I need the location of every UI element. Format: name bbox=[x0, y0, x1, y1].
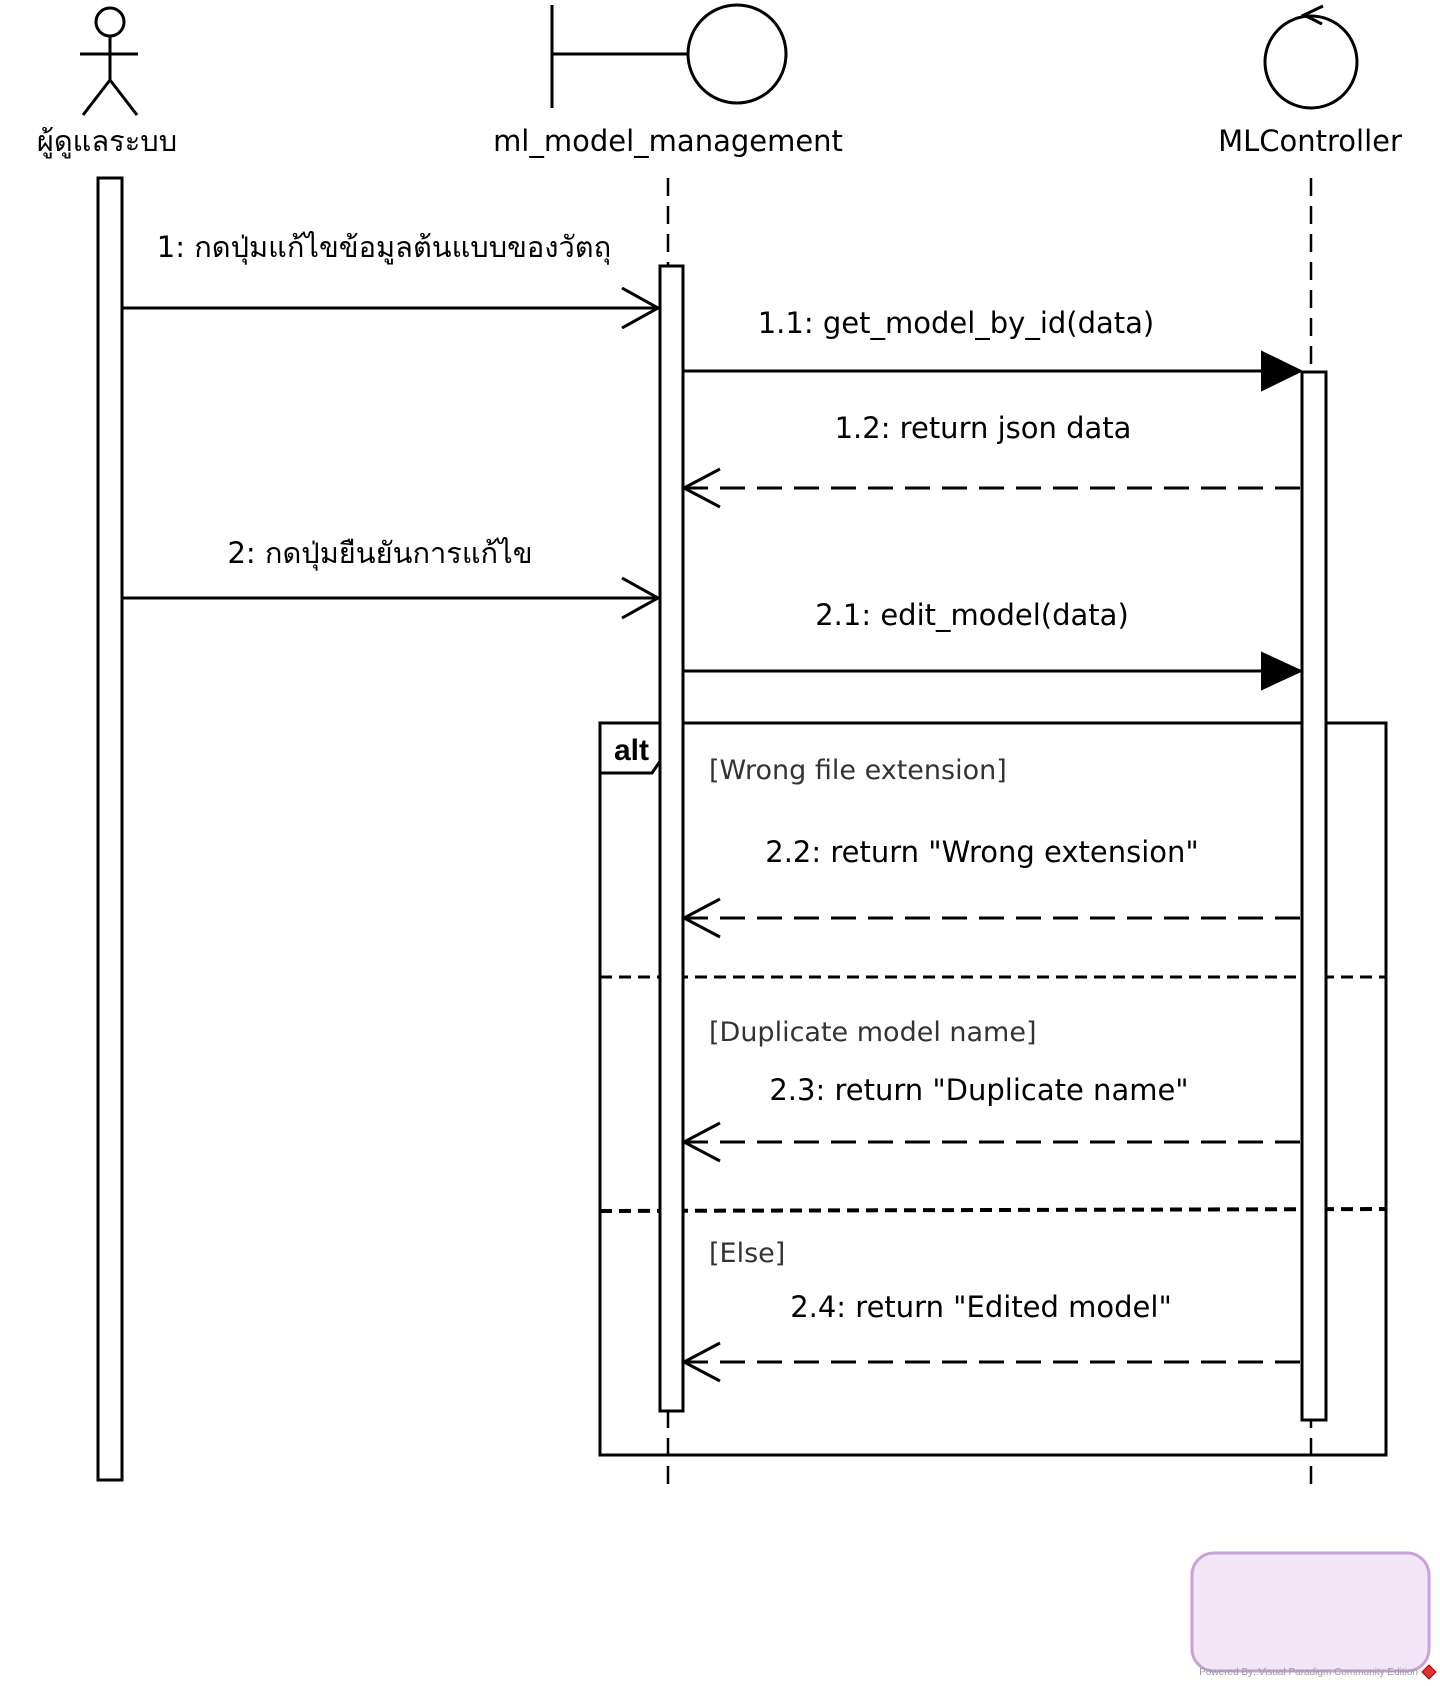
lifeline-label-admin: ผู้ดูแลระบบ bbox=[37, 124, 177, 159]
message-1-1: 1.1: get_model_by_id(data) bbox=[683, 306, 1304, 392]
activation-bar-mlcontroller bbox=[1300, 370, 1328, 1422]
open-arrowhead-icon bbox=[680, 1121, 721, 1163]
message-2-2: 2.2: return "Wrong extension" bbox=[680, 835, 1300, 939]
filled-arrowhead-icon bbox=[1261, 350, 1304, 392]
guard-wrong-file-extension: [Wrong file extension] bbox=[709, 755, 1007, 786]
open-arrowhead-icon bbox=[680, 897, 721, 939]
filled-arrowhead-icon bbox=[1261, 651, 1304, 691]
message-label: 1.2: return json data bbox=[835, 411, 1132, 445]
message-label: 2.1: edit_model(data) bbox=[815, 598, 1129, 632]
message-2-4: 2.4: return "Edited model" bbox=[680, 1290, 1300, 1383]
control-icon bbox=[1263, 4, 1359, 110]
alt-fragment: alt [Wrong file extension] [Duplicate mo… bbox=[598, 721, 1388, 1457]
lifeline-label-mlcontroller: MLController bbox=[1218, 124, 1402, 158]
lifeline-label-ml-model-management: ml_model_management bbox=[493, 124, 843, 158]
message-2: 2: กดปุ่มยืนยันการแก้ไข bbox=[122, 536, 662, 620]
message-label: 2.2: return "Wrong extension" bbox=[765, 835, 1198, 869]
message-2-3: 2.3: return "Duplicate name" bbox=[680, 1073, 1300, 1163]
alt-operator-label: alt bbox=[614, 734, 649, 767]
message-label: 1: กดปุ่มแก้ไขข้อมูลต้นแบบของวัตถุ bbox=[157, 230, 611, 265]
message-1-2: 1.2: return json data bbox=[680, 411, 1300, 509]
watermark-note-box bbox=[1190, 1551, 1431, 1673]
message-label: 2.4: return "Edited model" bbox=[790, 1290, 1172, 1324]
open-arrowhead-icon bbox=[621, 576, 662, 620]
footer-powered-by: Powered By::Visual Paradigm Community Ed… bbox=[1199, 1667, 1418, 1678]
open-arrowhead-icon bbox=[621, 286, 662, 330]
activation-bar-ml-model-management bbox=[658, 264, 685, 1413]
message-label: 2.3: return "Duplicate name" bbox=[769, 1073, 1188, 1107]
guard-else: [Else] bbox=[709, 1238, 785, 1269]
boundary-icon bbox=[550, 3, 788, 108]
visual-paradigm-logo-icon bbox=[1421, 1664, 1437, 1680]
actor-icon bbox=[80, 6, 139, 116]
message-label: 1.1: get_model_by_id(data) bbox=[758, 306, 1155, 340]
open-arrowhead-icon bbox=[680, 1341, 721, 1383]
message-label: 2: กดปุ่มยืนยันการแก้ไข bbox=[227, 536, 532, 571]
message-1: 1: กดปุ่มแก้ไขข้อมูลต้นแบบของวัตถุ bbox=[122, 230, 662, 330]
message-2-1: 2.1: edit_model(data) bbox=[683, 598, 1304, 691]
alt-fragment-frame bbox=[598, 721, 1388, 1457]
guard-duplicate-model-name: [Duplicate model name] bbox=[709, 1017, 1037, 1048]
alt-operand-separator bbox=[599, 1207, 1387, 1213]
activation-bar-admin bbox=[96, 176, 124, 1482]
open-arrowhead-icon bbox=[680, 467, 721, 509]
